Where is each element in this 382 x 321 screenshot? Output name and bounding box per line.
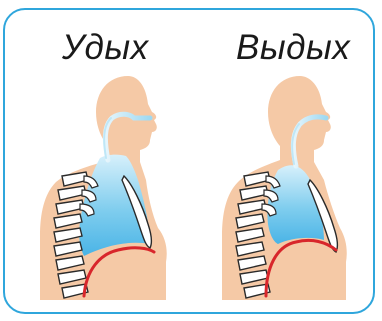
inhale-figure <box>40 76 167 300</box>
exhale-figure <box>222 76 347 300</box>
